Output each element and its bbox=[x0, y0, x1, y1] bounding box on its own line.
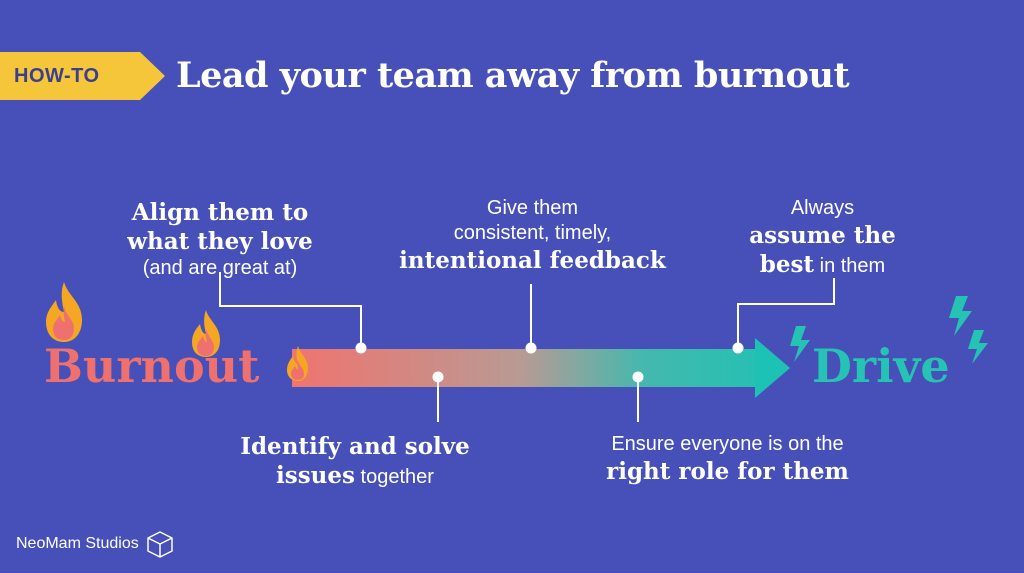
connector-assume bbox=[737, 278, 835, 348]
step-identify-issues: Identify and solve issues together bbox=[220, 432, 490, 492]
burnout-label: Burnout bbox=[44, 339, 260, 393]
step-role-line2: right role for them bbox=[606, 458, 849, 485]
step-feedback-line3: intentional feedback bbox=[399, 247, 666, 274]
connector-align bbox=[219, 272, 362, 348]
cube-icon bbox=[147, 531, 173, 558]
step-assume-line3-rest: in them bbox=[814, 255, 886, 277]
step-assume-line1: Always bbox=[790, 197, 855, 219]
step-identify-line1: Identify and solve bbox=[240, 433, 470, 460]
step-assume-line2: assume the bbox=[749, 222, 896, 249]
step-identify-line2-bold: issues bbox=[276, 462, 355, 489]
page-title: Lead your team away from burnout bbox=[176, 55, 850, 96]
connector-dot-align bbox=[355, 342, 367, 354]
brand-logo-text: NeoMam Studios bbox=[16, 535, 139, 552]
lightning-icon bbox=[968, 330, 988, 364]
step-identify-line2-rest: together bbox=[355, 466, 434, 488]
progress-arrow-shaft bbox=[292, 349, 762, 387]
fire-icon bbox=[46, 282, 82, 342]
step-assume-best: Always assume the best in them bbox=[730, 196, 915, 281]
step-right-role: Ensure everyone is on the right role for… bbox=[570, 432, 885, 486]
step-assume-line3: best in them bbox=[730, 250, 915, 281]
how-to-tag-shape bbox=[0, 52, 165, 100]
step-align-line2: what they love bbox=[127, 228, 313, 255]
lightning-icon bbox=[949, 296, 972, 336]
drive-label: Drive bbox=[812, 339, 950, 393]
fire-icon bbox=[287, 346, 308, 381]
step-role-line1: Ensure everyone is on the bbox=[611, 433, 844, 455]
step-align-them: Align them to what they love (and are gr… bbox=[110, 198, 330, 281]
step-assume-line3-bold: best bbox=[759, 251, 815, 278]
step-align-line1: Align them to bbox=[131, 199, 309, 226]
lightning-icon bbox=[790, 326, 810, 362]
step-feedback-line2: consistent, timely, bbox=[453, 222, 612, 244]
fire-icon bbox=[192, 310, 220, 357]
step-identify-line2: issues together bbox=[220, 461, 490, 492]
step-feedback-line1: Give them bbox=[486, 197, 579, 219]
connector-dot-feedback bbox=[525, 342, 537, 354]
step-align-line3: (and are great at) bbox=[142, 257, 298, 279]
step-feedback: Give them consistent, timely, intentiona… bbox=[380, 196, 685, 275]
connector-dot-role bbox=[632, 371, 644, 383]
progress-arrow-head bbox=[755, 338, 790, 398]
how-to-tag: HOW-TO bbox=[14, 65, 100, 87]
connector-dot-assume bbox=[732, 342, 744, 354]
connector-dot-identify bbox=[432, 371, 444, 383]
